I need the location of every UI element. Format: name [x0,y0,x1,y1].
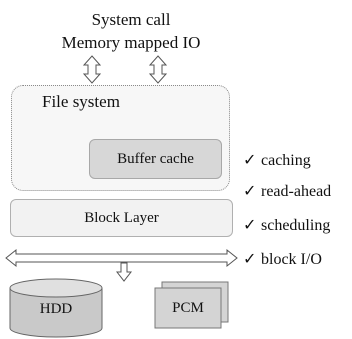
interface-title-mmio: Memory mapped IO [61,33,201,52]
pcm-label: PCM [172,299,204,316]
checkmark-icon: ✓ [243,152,257,169]
buffer-cache-label: Buffer cache [117,150,194,167]
pcm-front-box [154,287,222,329]
checkmark-icon: ✓ [243,251,257,268]
hdd-cylinder [9,278,103,338]
down-arrow [115,262,133,282]
interface-title-system-call: System call [91,10,171,29]
block-layer-box: Block Layer [10,199,233,237]
feature-label: read-ahead [261,183,332,200]
feature-caching: ✓caching [243,151,311,171]
double-arrow-right [148,55,168,84]
feature-label: block I/O [261,251,322,268]
hdd-label: HDD [39,300,73,317]
feature-scheduling: ✓scheduling [243,216,330,236]
feature-block-io: ✓block I/O [243,250,322,270]
feature-read-ahead: ✓read-ahead [243,182,331,202]
feature-label: caching [261,152,311,169]
file-system-label: File system [42,92,120,111]
double-arrow-left [82,55,102,84]
checkmark-icon: ✓ [243,217,257,234]
feature-label: scheduling [261,217,331,234]
checkmark-icon: ✓ [243,183,257,200]
bus-arrow [5,248,238,268]
buffer-cache-box [89,139,222,179]
